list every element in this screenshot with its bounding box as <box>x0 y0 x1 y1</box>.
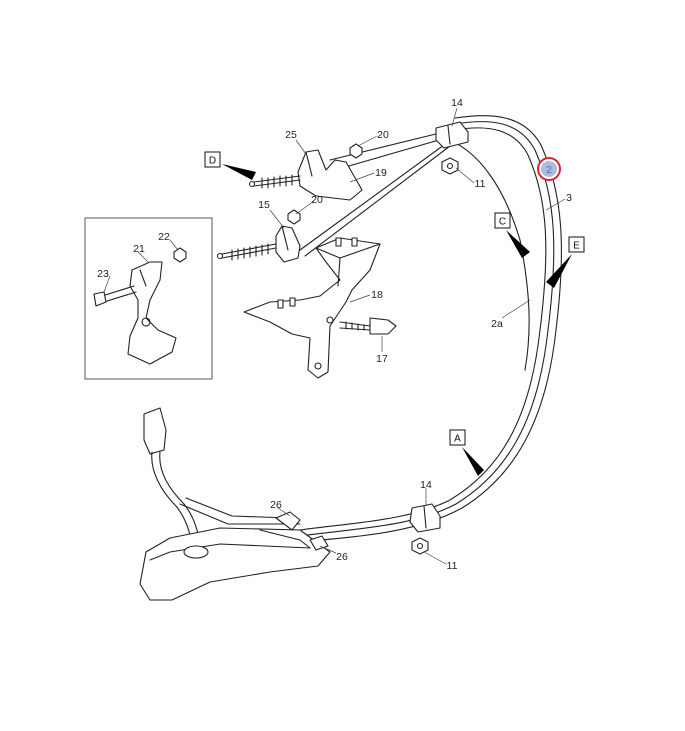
callout-20-top: 20 <box>377 129 389 141</box>
callout-14-bottom: 14 <box>420 479 432 491</box>
nut-top <box>441 157 459 175</box>
selected-part-marker[interactable]: 2 <box>537 157 561 181</box>
callout-20-middle: 20 <box>311 194 323 206</box>
callout-11-top: 11 <box>475 178 486 190</box>
view-tag-d-label: D <box>209 156 216 167</box>
callout-19: 19 <box>375 167 387 179</box>
callout-14-top: 14 <box>451 97 463 109</box>
view-tag-c-label: C <box>499 217 506 228</box>
view-tag-a: A <box>449 429 484 476</box>
cable-clip-top <box>435 121 469 149</box>
view-tag-e-label: E <box>573 241 580 252</box>
callout-2-selected: 2 <box>546 164 552 176</box>
callout-25: 25 <box>285 129 297 141</box>
callout-23: 23 <box>97 268 109 280</box>
callout-2a: 2a <box>491 318 503 330</box>
leader-lines <box>103 107 566 565</box>
cable-clip-bottom <box>409 503 441 533</box>
callout-18: 18 <box>371 289 383 301</box>
nut-20-top <box>349 143 363 159</box>
view-tag-d: D <box>204 151 256 180</box>
nut-bottom <box>411 537 429 555</box>
view-tag-e: E <box>546 236 585 288</box>
upper-cable-runs <box>299 131 451 257</box>
callout-17: 17 <box>376 353 388 365</box>
cable-bracket-middle <box>216 225 301 263</box>
callout-3: 3 <box>566 192 572 204</box>
callout-26-bottom: 26 <box>336 551 348 563</box>
callout-26-top: 26 <box>270 499 282 511</box>
callout-labels: 14 20 25 19 11 3 15 20 22 21 23 18 17 2a… <box>97 97 572 572</box>
callout-21: 21 <box>133 243 145 255</box>
cable-bracket-upper <box>248 149 363 201</box>
callout-15: 15 <box>258 199 270 211</box>
callout-22: 22 <box>158 231 170 243</box>
callout-11-bottom: 11 <box>447 560 458 572</box>
bolt-17 <box>339 317 397 335</box>
view-tag-c: C <box>494 212 530 258</box>
detail-inset <box>84 217 213 380</box>
view-tag-a-label: A <box>454 434 461 445</box>
gear-shifter <box>139 407 331 601</box>
support-bracket <box>243 237 381 379</box>
